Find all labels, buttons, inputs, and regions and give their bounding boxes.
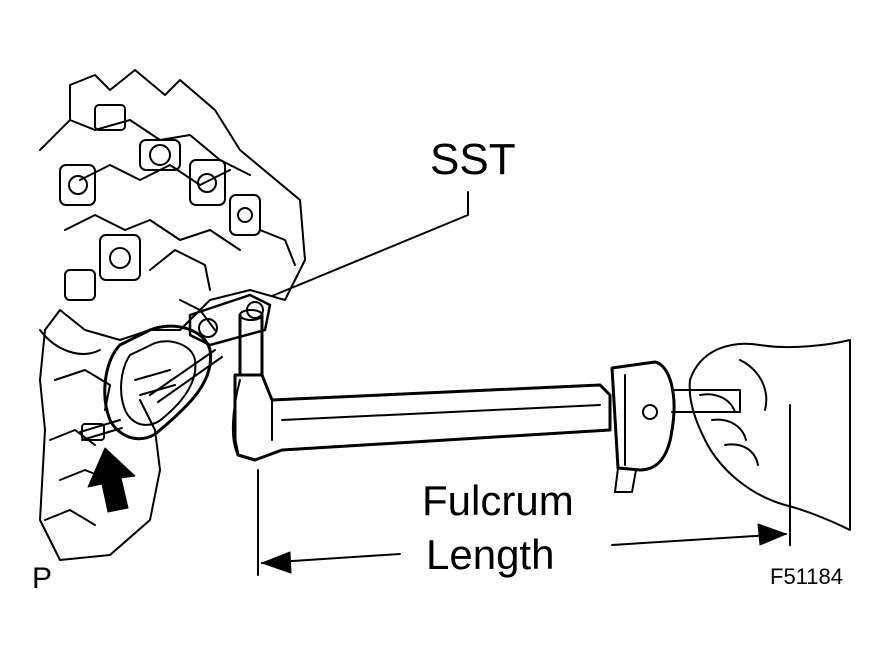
hand (688, 339, 851, 531)
sst-hook (103, 324, 213, 441)
sst-label: SST (430, 135, 516, 184)
sst-rod (79, 419, 123, 441)
transmission-housing (39, 69, 306, 561)
length-label: Length (426, 531, 555, 578)
up-arrow-icon (87, 447, 136, 513)
view-marker-label: P (32, 562, 53, 595)
wrench-head (610, 360, 741, 493)
sst-leader-line (271, 191, 469, 297)
dimension-lines (257, 404, 791, 576)
fulcrum-label: Fulcrum (422, 477, 574, 524)
figure-id-label: F51184 (770, 564, 843, 589)
lever-post (238, 309, 264, 377)
lever-bar (231, 373, 612, 462)
